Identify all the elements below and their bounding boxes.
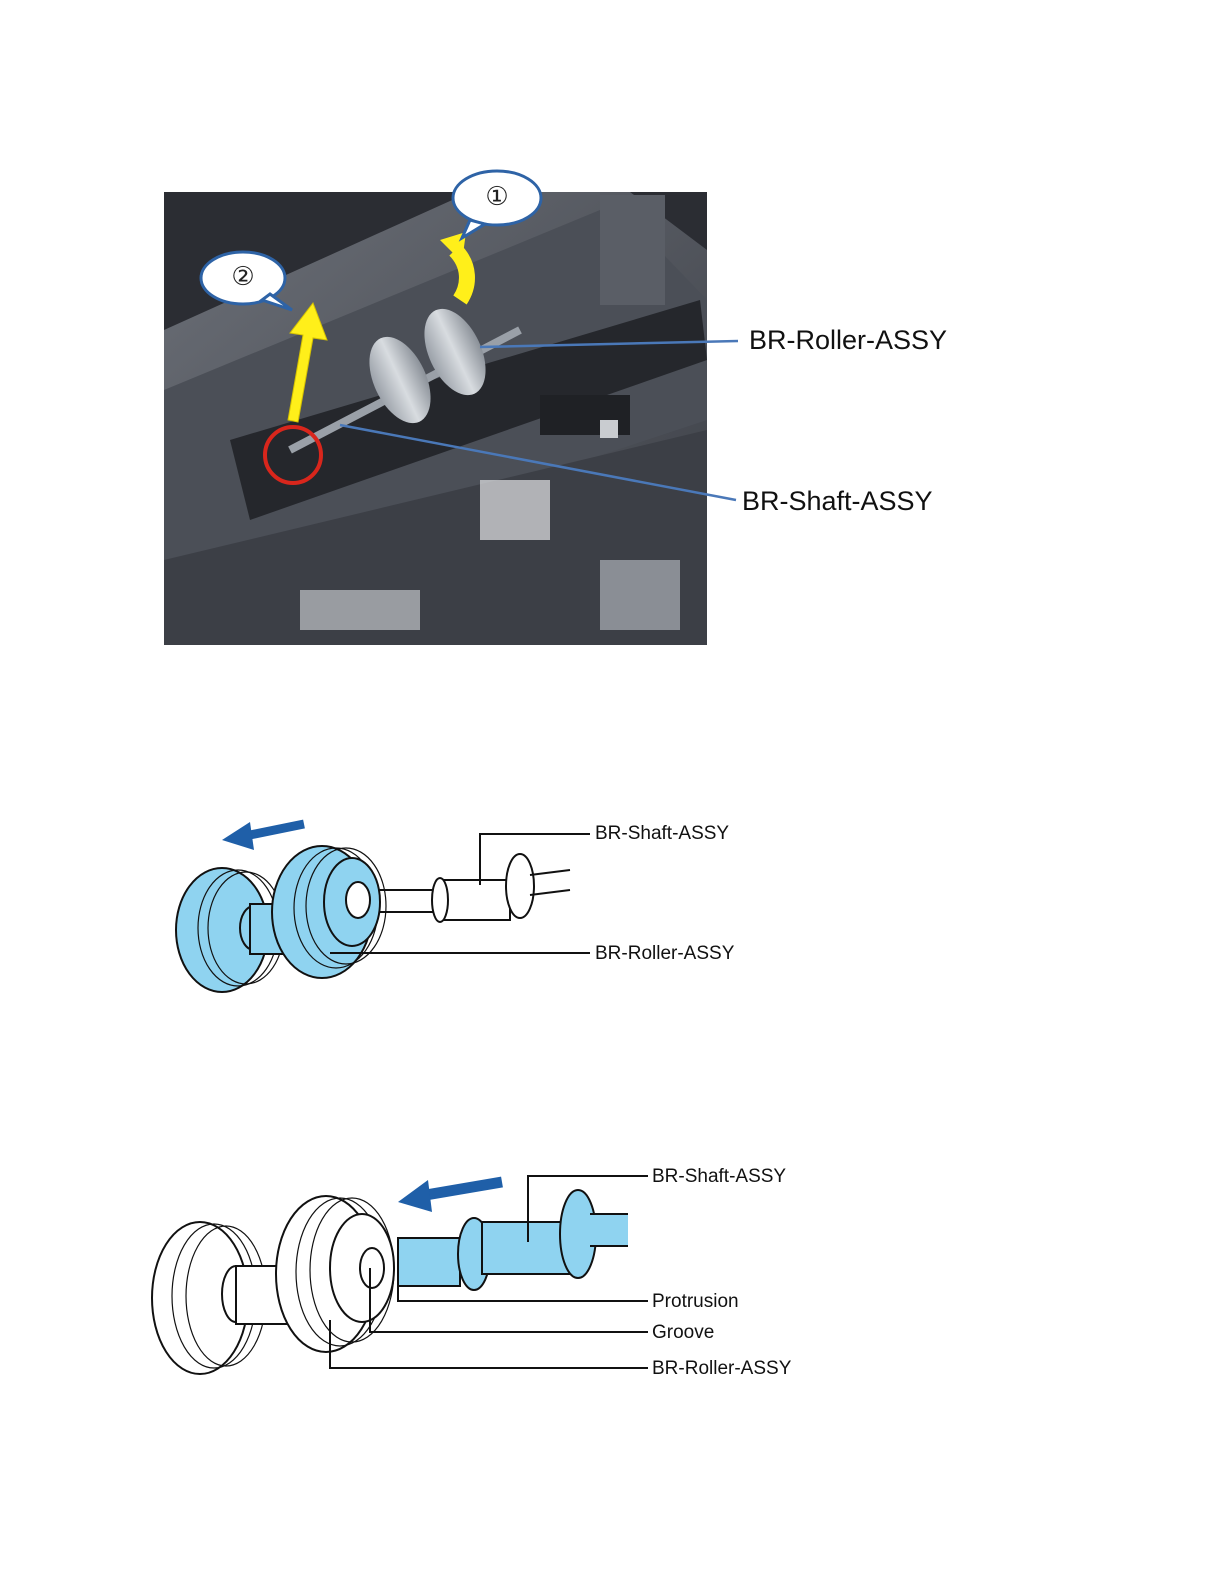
shaft-drawing: [370, 854, 570, 922]
label-br-shaft-assy: BR-Shaft-ASSY: [742, 486, 933, 517]
roller-right: [276, 1196, 394, 1352]
direction-arrow-left: [398, 1180, 502, 1212]
label-protrusion: Protrusion: [652, 1291, 739, 1313]
direction-arrow-left: [222, 822, 304, 850]
leader-line-shaft: [480, 834, 590, 885]
shaft-drawing: [398, 1190, 628, 1290]
photo-illustration: [0, 0, 1224, 700]
label-br-roller-assy: BR-Roller-ASSY: [652, 1358, 791, 1380]
label-br-shaft-assy: BR-Shaft-ASSY: [595, 823, 729, 845]
label-br-shaft-assy: BR-Shaft-ASSY: [652, 1166, 786, 1188]
callout-number-1: ①: [477, 182, 517, 212]
roller-left: [152, 1222, 296, 1374]
label-br-roller-assy: BR-Roller-ASSY: [595, 943, 734, 965]
label-groove: Groove: [652, 1322, 714, 1344]
label-br-roller-assy: BR-Roller-ASSY: [749, 325, 947, 356]
shaft-attachment-diagram: [0, 1150, 1224, 1400]
callout-number-2: ②: [223, 262, 263, 292]
roller-right: [272, 846, 386, 978]
